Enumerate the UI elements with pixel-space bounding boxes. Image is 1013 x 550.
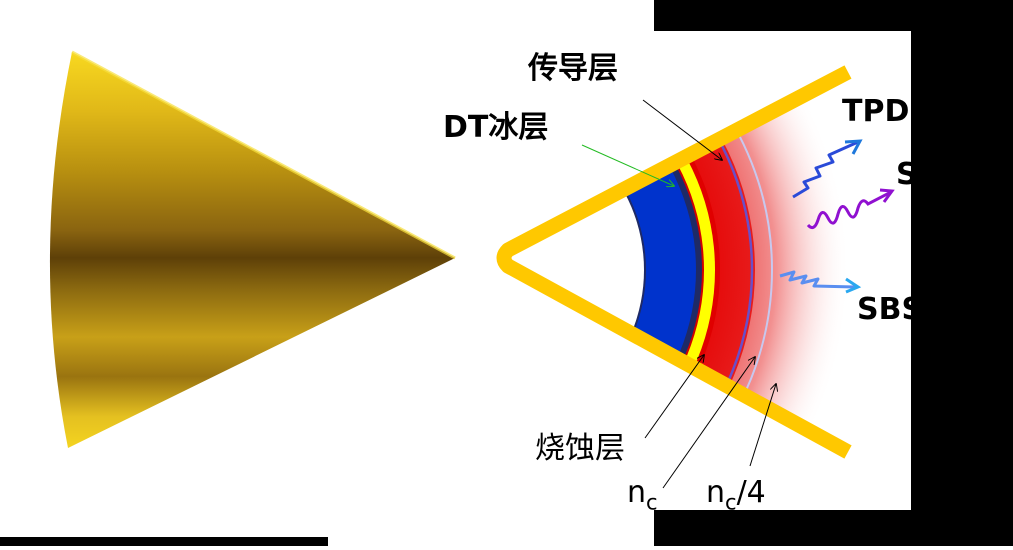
black-mask-bottom-left bbox=[0, 537, 328, 546]
black-mask-right bbox=[911, 0, 1013, 546]
label-dt-ice-layer: DT冰层 bbox=[443, 110, 549, 145]
black-mask-bottom-right bbox=[654, 510, 1013, 546]
srs-wave-arrow-icon bbox=[806, 188, 895, 230]
label-nc-quarter: nc/4 bbox=[706, 478, 766, 513]
label-tpd: TPD bbox=[842, 94, 910, 129]
label-nc: nc bbox=[627, 478, 658, 513]
gold-cone-icon bbox=[49, 50, 456, 448]
nc-base: n bbox=[627, 475, 647, 510]
nc4-suffix: /4 bbox=[736, 475, 766, 510]
tpd-wave-arrow-icon bbox=[792, 139, 863, 199]
cone-shell bbox=[496, 65, 852, 459]
nc-subscript: c bbox=[646, 490, 658, 515]
label-conduction-layer: 传导层 bbox=[528, 51, 618, 86]
label-ablation-layer: 烧蚀层 bbox=[535, 431, 625, 466]
nc4-base: n bbox=[706, 475, 726, 510]
nc4-subscript: c bbox=[725, 490, 737, 515]
sbs-wave-arrow-icon bbox=[779, 270, 862, 294]
